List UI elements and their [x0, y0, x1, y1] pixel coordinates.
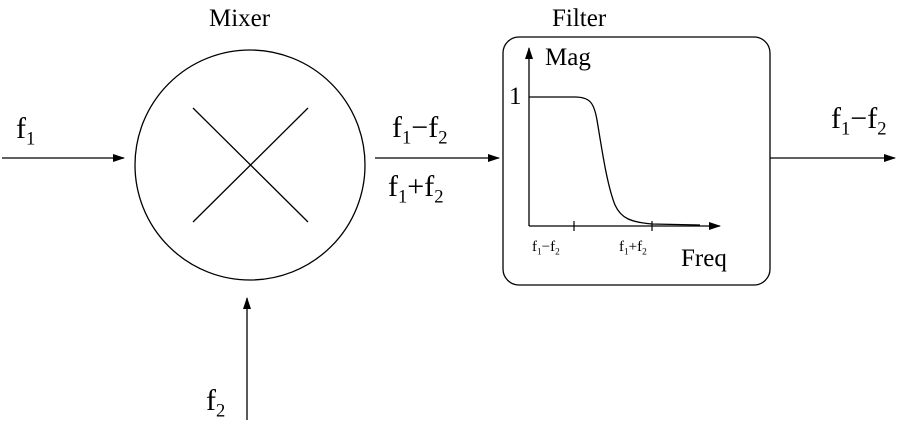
f1-input-label: f1: [16, 112, 36, 150]
filter-x-tick-1-label: f1−f2: [532, 239, 560, 258]
filter-title: Filter: [552, 5, 607, 32]
mixer-title: Mixer: [209, 5, 271, 32]
filter-y-axis-label: Mag: [545, 44, 591, 71]
mixer-circle: [134, 49, 366, 281]
filter-output-label: f1−f2: [831, 102, 887, 140]
mixer-output-sum-label: f1+f2: [388, 170, 444, 208]
filter-x-tick-2-label: f1+f2: [619, 239, 647, 258]
filter-response-curve: [529, 96, 701, 226]
f2-input-label: f2: [206, 384, 226, 422]
filter-x-axis-label: Freq: [681, 245, 727, 272]
mixer-cross-line-2: [192, 107, 309, 223]
filter-box: [502, 36, 771, 286]
mixer-output-difference-label: f1−f2: [392, 111, 448, 149]
filter-y-tick-label: 1: [509, 83, 522, 110]
